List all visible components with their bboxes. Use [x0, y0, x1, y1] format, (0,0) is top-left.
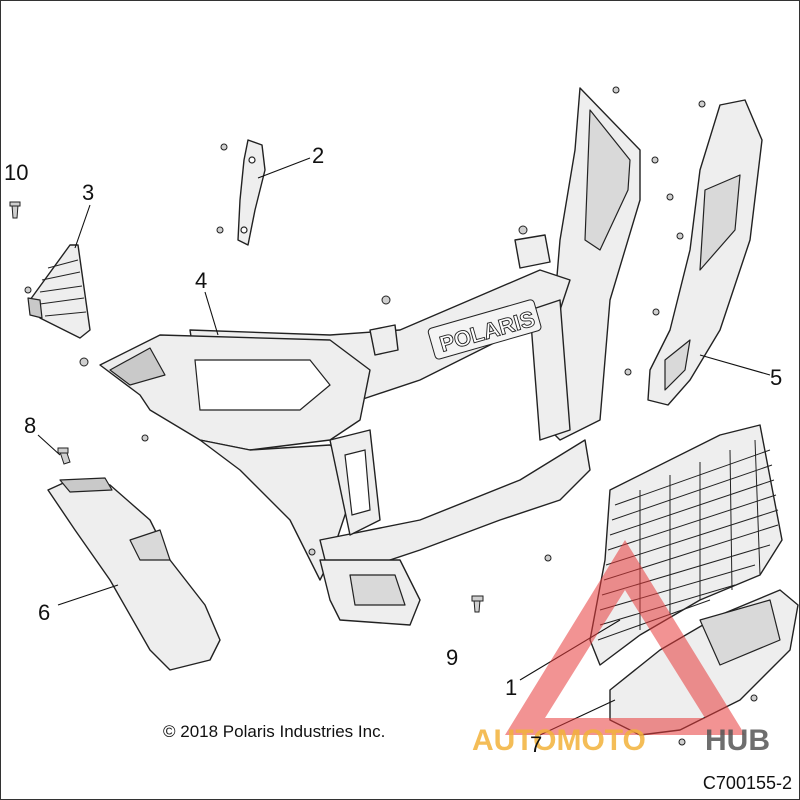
small-side-grille: [27, 244, 91, 339]
mounting-bracket: [237, 139, 266, 246]
callout-10: 10: [4, 160, 28, 185]
leader-lines: [37, 157, 771, 736]
fastener-8: [57, 447, 71, 465]
callout-9: 9: [446, 645, 458, 670]
copyright-notice: © 2018 Polaris Industries Inc.: [163, 722, 386, 741]
left-lower-panel: [47, 477, 221, 671]
watermark-triangle-icon: [505, 540, 745, 735]
right-side-panel: [647, 99, 763, 406]
watermark-brand-part2: HUB: [705, 724, 770, 757]
callout-6: 6: [38, 600, 50, 625]
lower-skid-plate: [609, 589, 799, 736]
document-number: C700155-2: [702, 773, 792, 793]
fastener-10: [9, 201, 21, 219]
watermark-logo: AUTOMOTO HUB: [472, 540, 770, 757]
callout-4: 4: [195, 268, 207, 293]
callout-numbers: 1 2 3 4 5 6 7 8 9 10: [4, 143, 782, 757]
callout-7: 7: [530, 732, 542, 757]
watermark-brand-part1: AUTOMOTO: [472, 724, 646, 757]
callout-2: 2: [312, 143, 324, 168]
callout-8: 8: [24, 413, 36, 438]
callout-5: 5: [770, 365, 782, 390]
callout-3: 3: [82, 180, 94, 205]
front-bumper-frame: POLARIS: [99, 87, 641, 626]
callout-1: 1: [505, 675, 517, 700]
fasteners: [9, 86, 758, 746]
fastener-9: [471, 595, 484, 613]
